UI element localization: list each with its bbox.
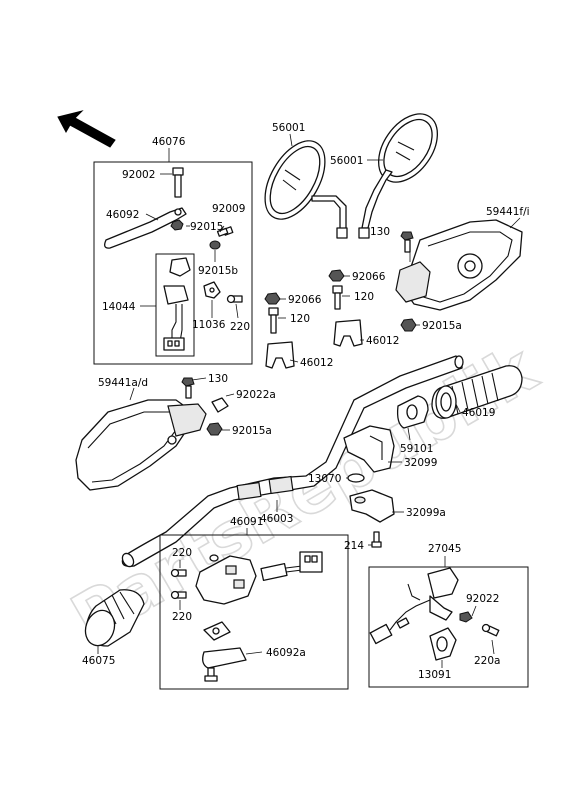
label-46076: 46076 [152,136,186,148]
label-46092: 46092 [106,209,139,221]
hand-guard-left [75,399,207,491]
label-220-a: 220 [172,547,192,559]
label-214: 214 [344,540,364,552]
label-59101: 59101 [400,443,433,455]
label-120-right: 120 [354,291,374,303]
label-92015: 92015 [190,221,223,233]
screw-220-b [170,590,187,600]
mirror-56001-right [358,113,439,239]
label-92009: 92009 [212,203,245,215]
label-46092a: 46092a [266,647,306,659]
label-130-left: 130 [208,373,228,385]
label-14044: 14044 [102,301,136,313]
label-46075: 46075 [82,655,115,667]
nut-92015a-right [400,318,417,332]
label-92015a-left: 92015a [232,425,272,437]
screw-92009 [216,226,234,237]
washer-92015b [209,240,221,250]
nut-92015 [170,219,184,231]
bolt-130-right [400,231,414,253]
label-32099a: 32099a [406,507,446,519]
label-59441fi: 59441f/i [486,206,530,218]
hand-guard-right [395,219,523,311]
nut-92066-left [264,292,281,305]
label-13091: 13091 [418,669,451,681]
label-92015a-right: 92015a [422,320,462,332]
label-11036: 11036 [192,319,226,331]
nut-92015a-left [206,422,223,436]
label-220a: 220a [474,655,500,667]
clamp-13091 [429,627,457,661]
clamp-46012-right [333,319,363,347]
throttle-59101 [396,395,429,429]
label-13070: 13070 [308,473,341,485]
direction-arrow-icon [57,110,116,148]
switch-27045 [369,567,459,645]
label-220-b: 220 [172,611,192,623]
screw-214 [371,531,382,548]
switch-housing-46091 [195,551,323,605]
label-59441ad: 59441a/d [98,377,148,389]
switch-14044 [163,257,191,351]
clamp-46012-left [265,341,295,369]
grip-46075 [84,589,145,647]
label-46012-left: 46012 [300,357,333,369]
label-92022: 92022 [466,593,499,605]
screw-220-a [170,568,187,578]
starter-switch-box [368,566,529,688]
housing-32099 [343,425,395,473]
label-46003: 46003 [260,513,293,525]
grip-46019 [431,365,523,419]
label-56001-b: 56001 [330,155,363,167]
bolt-92002 [172,167,184,198]
label-56001-a: 56001 [272,122,305,134]
part-labels: 46076 92002 46092 92015 92009 92015b 140… [82,122,530,681]
switch-subbox [155,253,195,357]
bolt-120-left [268,307,279,334]
label-92066-right: 92066 [352,271,386,283]
handlebar-46003 [121,355,464,568]
mirror-56001-left [264,140,348,239]
nut-92022a [211,397,229,413]
leader-lines [97,173,495,668]
label-46091: 46091 [230,516,263,528]
label-92015b: 92015b [198,265,238,277]
label-92022a: 92022a [236,389,276,401]
label-220-top: 220 [230,321,250,333]
lever-assembly-box [93,161,253,365]
label-130-right: 130 [370,226,390,238]
label-46019: 46019 [462,407,495,419]
lever-46092 [104,207,187,249]
switch-assembly-box [159,534,349,690]
label-27045: 27045 [428,543,461,555]
screw-220a [481,623,500,637]
bolt-130-left [181,377,195,399]
label-92002: 92002 [122,169,155,181]
nut-92022 [459,611,473,623]
label-92066-left: 92066 [288,294,322,306]
label-32099: 32099 [404,457,437,469]
clamp-13070 [347,473,365,483]
label-46012-right: 46012 [366,335,399,347]
housing-32099a [349,489,395,523]
nut-92066-right [328,269,345,282]
bolt-120-right [332,285,343,310]
lever-46092a [202,621,247,682]
screw-220-top [226,294,243,304]
label-120-left: 120 [290,313,310,325]
bracket-11036 [203,281,221,299]
